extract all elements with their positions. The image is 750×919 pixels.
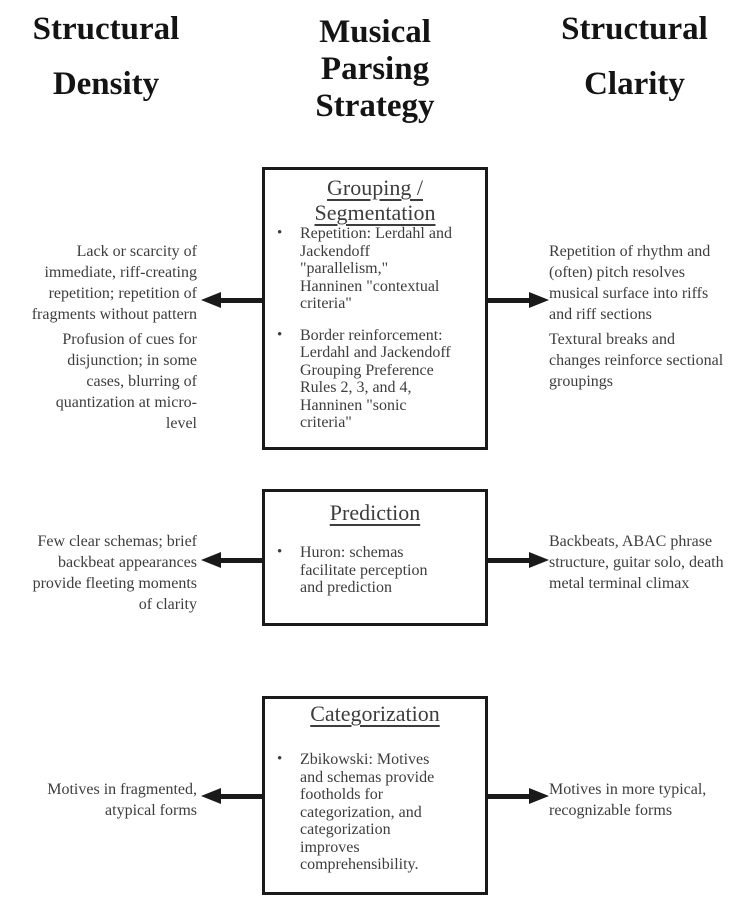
left-arrow-prediction <box>201 552 263 568</box>
arrowhead-icon <box>529 788 549 804</box>
note-paragraph: Motives in fragmented, atypical forms <box>47 781 197 819</box>
bullet-item: Repetition: Lerdahl and Jackendoff "para… <box>265 225 485 313</box>
arrowhead-icon <box>529 292 549 308</box>
clarity-note-categorization: Motives in more typical, recognizable fo… <box>549 779 727 825</box>
note-paragraph: Motives in more typical, recognizable fo… <box>549 781 707 819</box>
right-arrow-categorization <box>487 788 549 804</box>
note-paragraph: Lack or scarcity of immediate, riff-crea… <box>31 243 197 323</box>
right-arrow-grouping <box>487 292 549 308</box>
density-note-prediction: Few clear schemas; brief backbeat appear… <box>27 531 197 619</box>
box-title: Categorization <box>310 701 440 726</box>
bullet-list: Huron: schemas facilitate perception and… <box>265 544 485 597</box>
right-arrow-prediction <box>487 552 549 568</box>
left-arrow-categorization <box>201 788 263 804</box>
strategy-box-categorization: Categorization Zbikowski: Motives and sc… <box>262 696 488 895</box>
strategy-box-grouping-segmentation: Grouping / Segmentation Repetition: Lerd… <box>262 167 488 450</box>
density-note-categorization: Motives in fragmented, atypical forms <box>27 779 197 825</box>
arrowhead-icon <box>201 788 221 804</box>
note-paragraph: Textural breaks and changes reinforce se… <box>549 331 724 390</box>
arrow-shaft <box>213 297 263 303</box>
box-title: Prediction <box>329 500 421 525</box>
note-paragraph: Profusion of cues for disjunction; in so… <box>55 331 197 432</box>
bullet-list: Repetition: Lerdahl and Jackendoff "para… <box>265 225 485 432</box>
note-paragraph: Repetition of rhythm and (often) pitch r… <box>549 243 711 323</box>
clarity-note-prediction: Backbeats, ABAC phrase structure, guitar… <box>549 531 727 598</box>
arrowhead-icon <box>529 552 549 568</box>
arrow-shaft <box>487 297 537 303</box>
arrowhead-icon <box>201 292 221 308</box>
density-note-grouping: Lack or scarcity of immediate, riff-crea… <box>27 241 197 438</box>
arrowhead-icon <box>201 552 221 568</box>
bullet-item: Huron: schemas facilitate perception and… <box>265 544 485 597</box>
strategy-box-prediction: Prediction Huron: schemas facilitate per… <box>262 489 488 626</box>
note-paragraph: Few clear schemas; brief backbeat appear… <box>32 533 197 613</box>
arrow-shaft <box>487 793 537 799</box>
column-header-structural-density: Structural Density <box>32 11 180 102</box>
arrow-shaft <box>487 557 537 563</box>
left-arrow-grouping <box>201 292 263 308</box>
bullet-item: Border reinforcement: Lerdahl and Jacken… <box>265 327 485 432</box>
bullet-list: Zbikowski: Motives and schemas provide f… <box>265 751 485 874</box>
column-header-musical-parsing-strategy: Musical Parsing Strategy <box>315 14 435 124</box>
box-title: Grouping / Segmentation <box>314 175 436 225</box>
arrow-shaft <box>213 793 263 799</box>
arrow-shaft <box>213 557 263 563</box>
clarity-note-grouping: Repetition of rhythm and (often) pitch r… <box>549 241 727 396</box>
bullet-item: Zbikowski: Motives and schemas provide f… <box>265 751 485 874</box>
note-paragraph: Backbeats, ABAC phrase structure, guitar… <box>549 533 724 592</box>
column-header-structural-clarity: Structural Clarity <box>561 11 708 102</box>
